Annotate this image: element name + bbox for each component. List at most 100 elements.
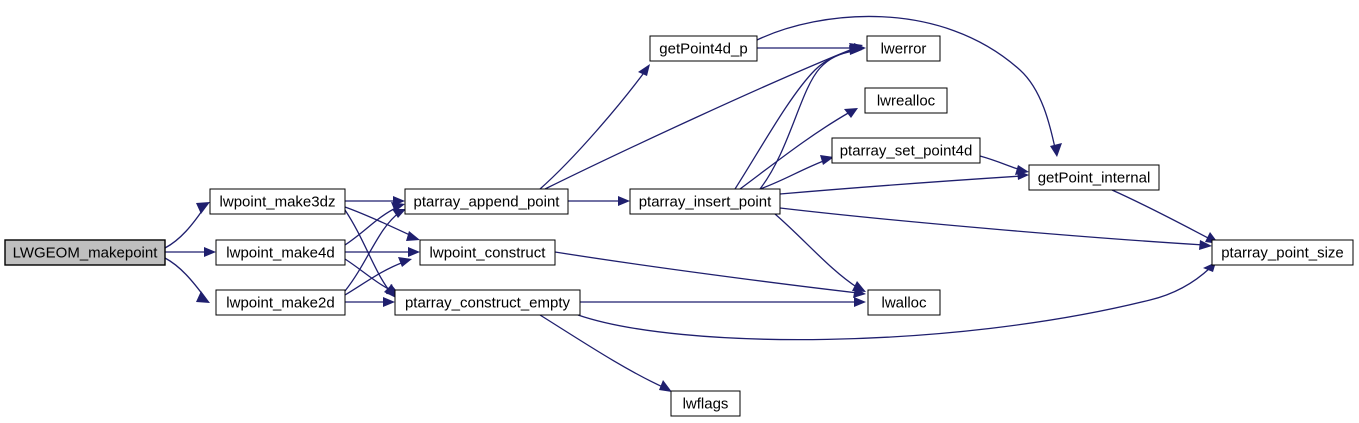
edge-lwpoint_make2d-to-ptarray_construct_empty [345,297,395,307]
node-box[interactable] [831,137,981,164]
edge-getpoint_internal-to-ptarray_point_size [1111,189,1219,244]
node-label: LWGEOM_makepoint [13,244,159,261]
edge-line [539,69,647,190]
node-box[interactable] [1211,239,1354,266]
arrowhead-icon [392,209,406,218]
edge-lwpoint_make3dz-to-lwpoint_construct [344,206,420,241]
node-box[interactable] [209,188,346,215]
node-lwflags[interactable]: lwflags [670,390,741,417]
node-label: getPoint4d_p [659,40,747,57]
node-lwpoint_make2d[interactable]: lwpoint_make2d [215,289,346,316]
node-label: lwpoint_construct [430,244,547,261]
node-box[interactable] [419,239,556,266]
node-box[interactable] [670,390,741,417]
edge-ptarray_insert_point-to-lwalloc [774,213,866,292]
arrowhead-icon [618,196,630,206]
arrowhead-icon [1199,240,1212,250]
edge-line [344,211,401,292]
edges-layer [164,15,1219,392]
node-box[interactable] [404,188,569,215]
node-getpoint4d_p[interactable]: getPoint4d_p [649,35,758,62]
arrowhead-icon [854,297,866,307]
node-label: ptarray_construct_empty [405,294,571,311]
edge-line [756,15,1056,149]
edge-line [554,251,859,294]
arrowhead-icon [398,257,412,267]
node-ptarray_point_size[interactable]: ptarray_point_size [1211,239,1354,266]
node-box[interactable] [394,289,581,316]
node-label: ptarray_insert_point [639,193,772,210]
edge-line [344,261,405,296]
edge-line [344,206,413,237]
edge-ptarray_set_point4d-to-getpoint_internal [979,155,1029,175]
node-lwalloc[interactable]: lwalloc [867,289,941,316]
node-box[interactable] [867,289,941,316]
edge-ptarray_append_point-to-getpoint4d_p [539,64,650,190]
node-box[interactable] [864,87,948,114]
node-lwerror[interactable]: lwerror [866,35,941,62]
edge-ptarray_insert_point-to-getpoint_internal [779,170,1029,195]
node-getpoint_internal[interactable]: getPoint_internal [1028,164,1160,191]
arrowhead-icon [853,288,866,298]
node-ptarray_insert_point[interactable]: ptarray_insert_point [629,188,781,215]
edge-line [734,50,855,190]
edge-line [577,267,1211,341]
node-box[interactable] [215,289,346,316]
edge-line [774,213,859,289]
edge-ptarray_append_point-to-ptarray_insert_point [568,196,630,206]
node-label: lwpoint_make3dz [220,193,336,210]
node-label: ptarray_set_point4d [840,142,973,159]
arrowhead-icon [196,291,210,303]
node-box[interactable] [866,35,941,62]
edge-line [759,159,827,190]
node-ptarray_construct_empty[interactable]: ptarray_construct_empty [394,289,581,316]
edge-lwpoint_make2d-to-ptarray_append_point [344,209,406,292]
arrowhead-icon [196,202,210,214]
node-box[interactable] [629,188,781,215]
arrowhead-icon [844,108,858,118]
node-label: lwflags [683,395,729,412]
edge-lwpoint_construct-to-lwalloc [554,251,866,298]
edge-lwpoint_make2d-to-lwpoint_construct [344,257,412,296]
node-label: lwpoint_make2d [226,294,334,311]
node-ptarray_set_point4d[interactable]: ptarray_set_point4d [831,137,981,164]
node-box[interactable] [1028,164,1160,191]
node-label: ptarray_point_size [1221,244,1344,261]
node-lwrealloc[interactable]: lwrealloc [864,87,948,114]
edge-ptarray_insert_point-to-ptarray_point_size [779,207,1212,250]
node-lwpoint_make4d[interactable]: lwpoint_make4d [215,239,346,266]
edge-line [779,207,1205,246]
arrowhead-icon [408,247,420,257]
node-label: lwalloc [881,294,927,311]
edge-line [779,175,1023,195]
node-lwpoint_make3dz[interactable]: lwpoint_make3dz [209,188,346,215]
arrowhead-icon [820,155,834,165]
edge-ptarray_construct_empty-to-lwalloc [580,297,866,307]
edge-lwgeom_makepoint-to-lwpoint_make4d [165,247,216,257]
node-lwpoint_construct[interactable]: lwpoint_construct [419,239,556,266]
edge-lwgeom_makepoint-to-lwpoint_make3dz [164,202,210,249]
edge-ptarray_insert_point-to-ptarray_set_point4d [759,155,834,190]
edge-lwgeom_makepoint-to-lwpoint_make2d [164,257,210,303]
edge-line [1111,189,1213,241]
arrowhead-icon [406,231,420,241]
node-lwgeom_makepoint[interactable]: LWGEOM_makepoint [4,239,166,266]
edge-lwpoint_make4d-to-ptarray_append_point [344,202,405,246]
node-box[interactable] [4,239,166,266]
node-box[interactable] [215,239,346,266]
edge-getpoint4d_p-to-getpoint_internal [756,15,1062,157]
node-box[interactable] [649,35,758,62]
edge-line [539,314,666,389]
node-ptarray_append_point[interactable]: ptarray_append_point [404,188,569,215]
edge-line [164,257,207,300]
node-label: getPoint_internal [1038,169,1151,186]
arrowhead-icon [204,247,216,257]
node-label: lwerror [881,40,927,57]
edge-ptarray_append_point-to-lwerror [544,43,863,190]
node-label: ptarray_append_point [414,193,561,210]
edge-line [544,47,856,190]
edge-lwpoint_make4d-to-lwpoint_construct [345,247,420,257]
edge-line [979,155,1022,171]
